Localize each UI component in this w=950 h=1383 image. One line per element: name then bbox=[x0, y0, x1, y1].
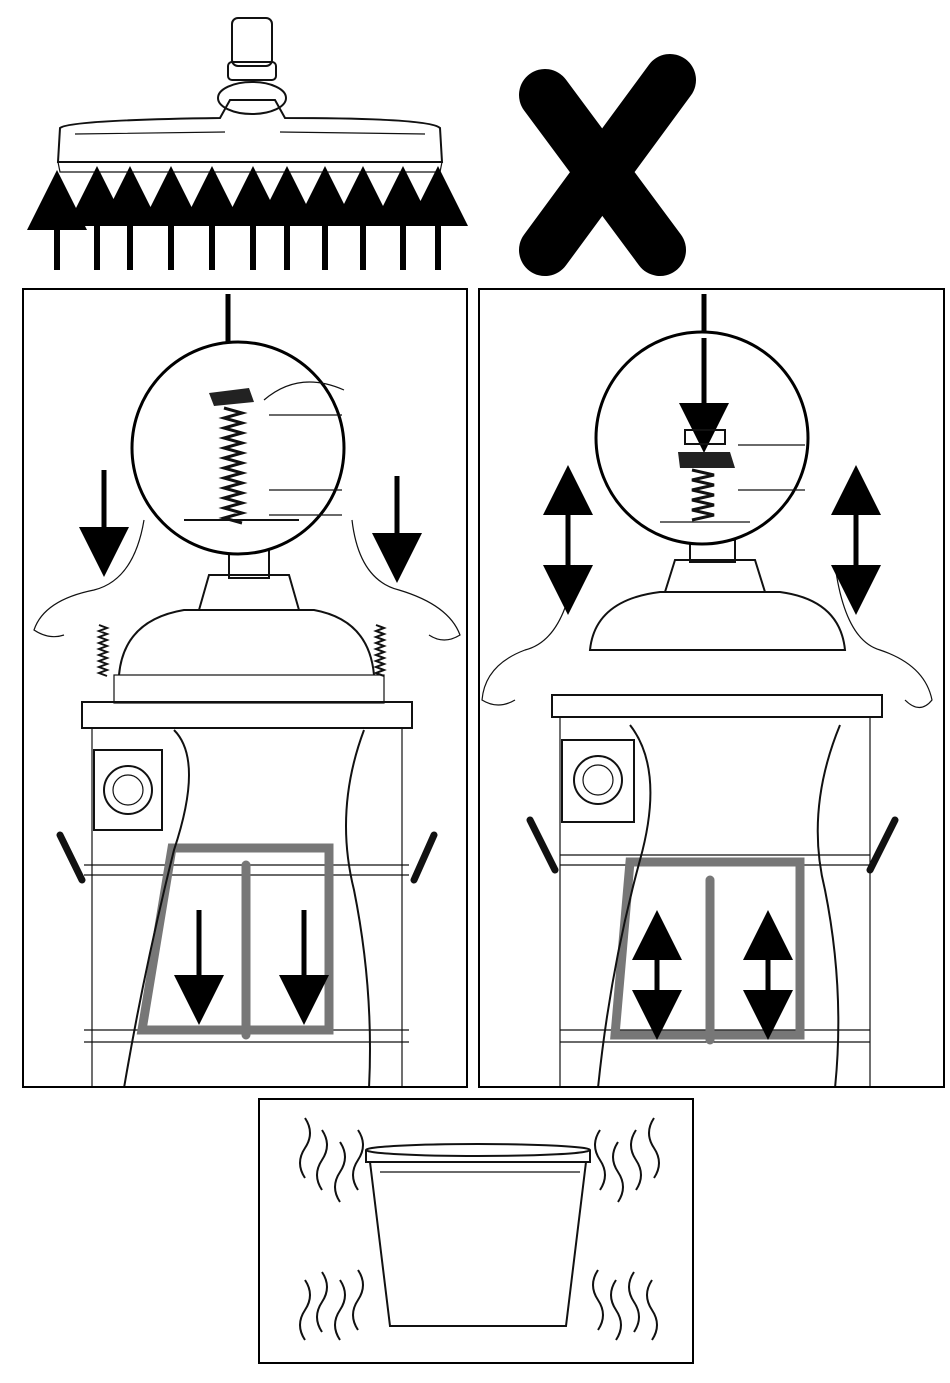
left-panel bbox=[22, 288, 468, 1088]
press-down-spring-icon bbox=[132, 342, 344, 554]
vacuum-machine bbox=[34, 520, 460, 1088]
shake-up-down-icon bbox=[596, 332, 808, 544]
floor-brush-icon bbox=[58, 18, 442, 172]
cross-icon bbox=[545, 80, 670, 250]
vacuum-machine bbox=[482, 540, 932, 1088]
shake-bucket-icon bbox=[366, 1144, 590, 1326]
top-illustration bbox=[0, 0, 950, 285]
vibration-lines bbox=[300, 1118, 659, 1340]
bottom-panel bbox=[258, 1098, 694, 1364]
right-panel bbox=[478, 288, 945, 1088]
suction-up-arrows bbox=[57, 196, 438, 270]
